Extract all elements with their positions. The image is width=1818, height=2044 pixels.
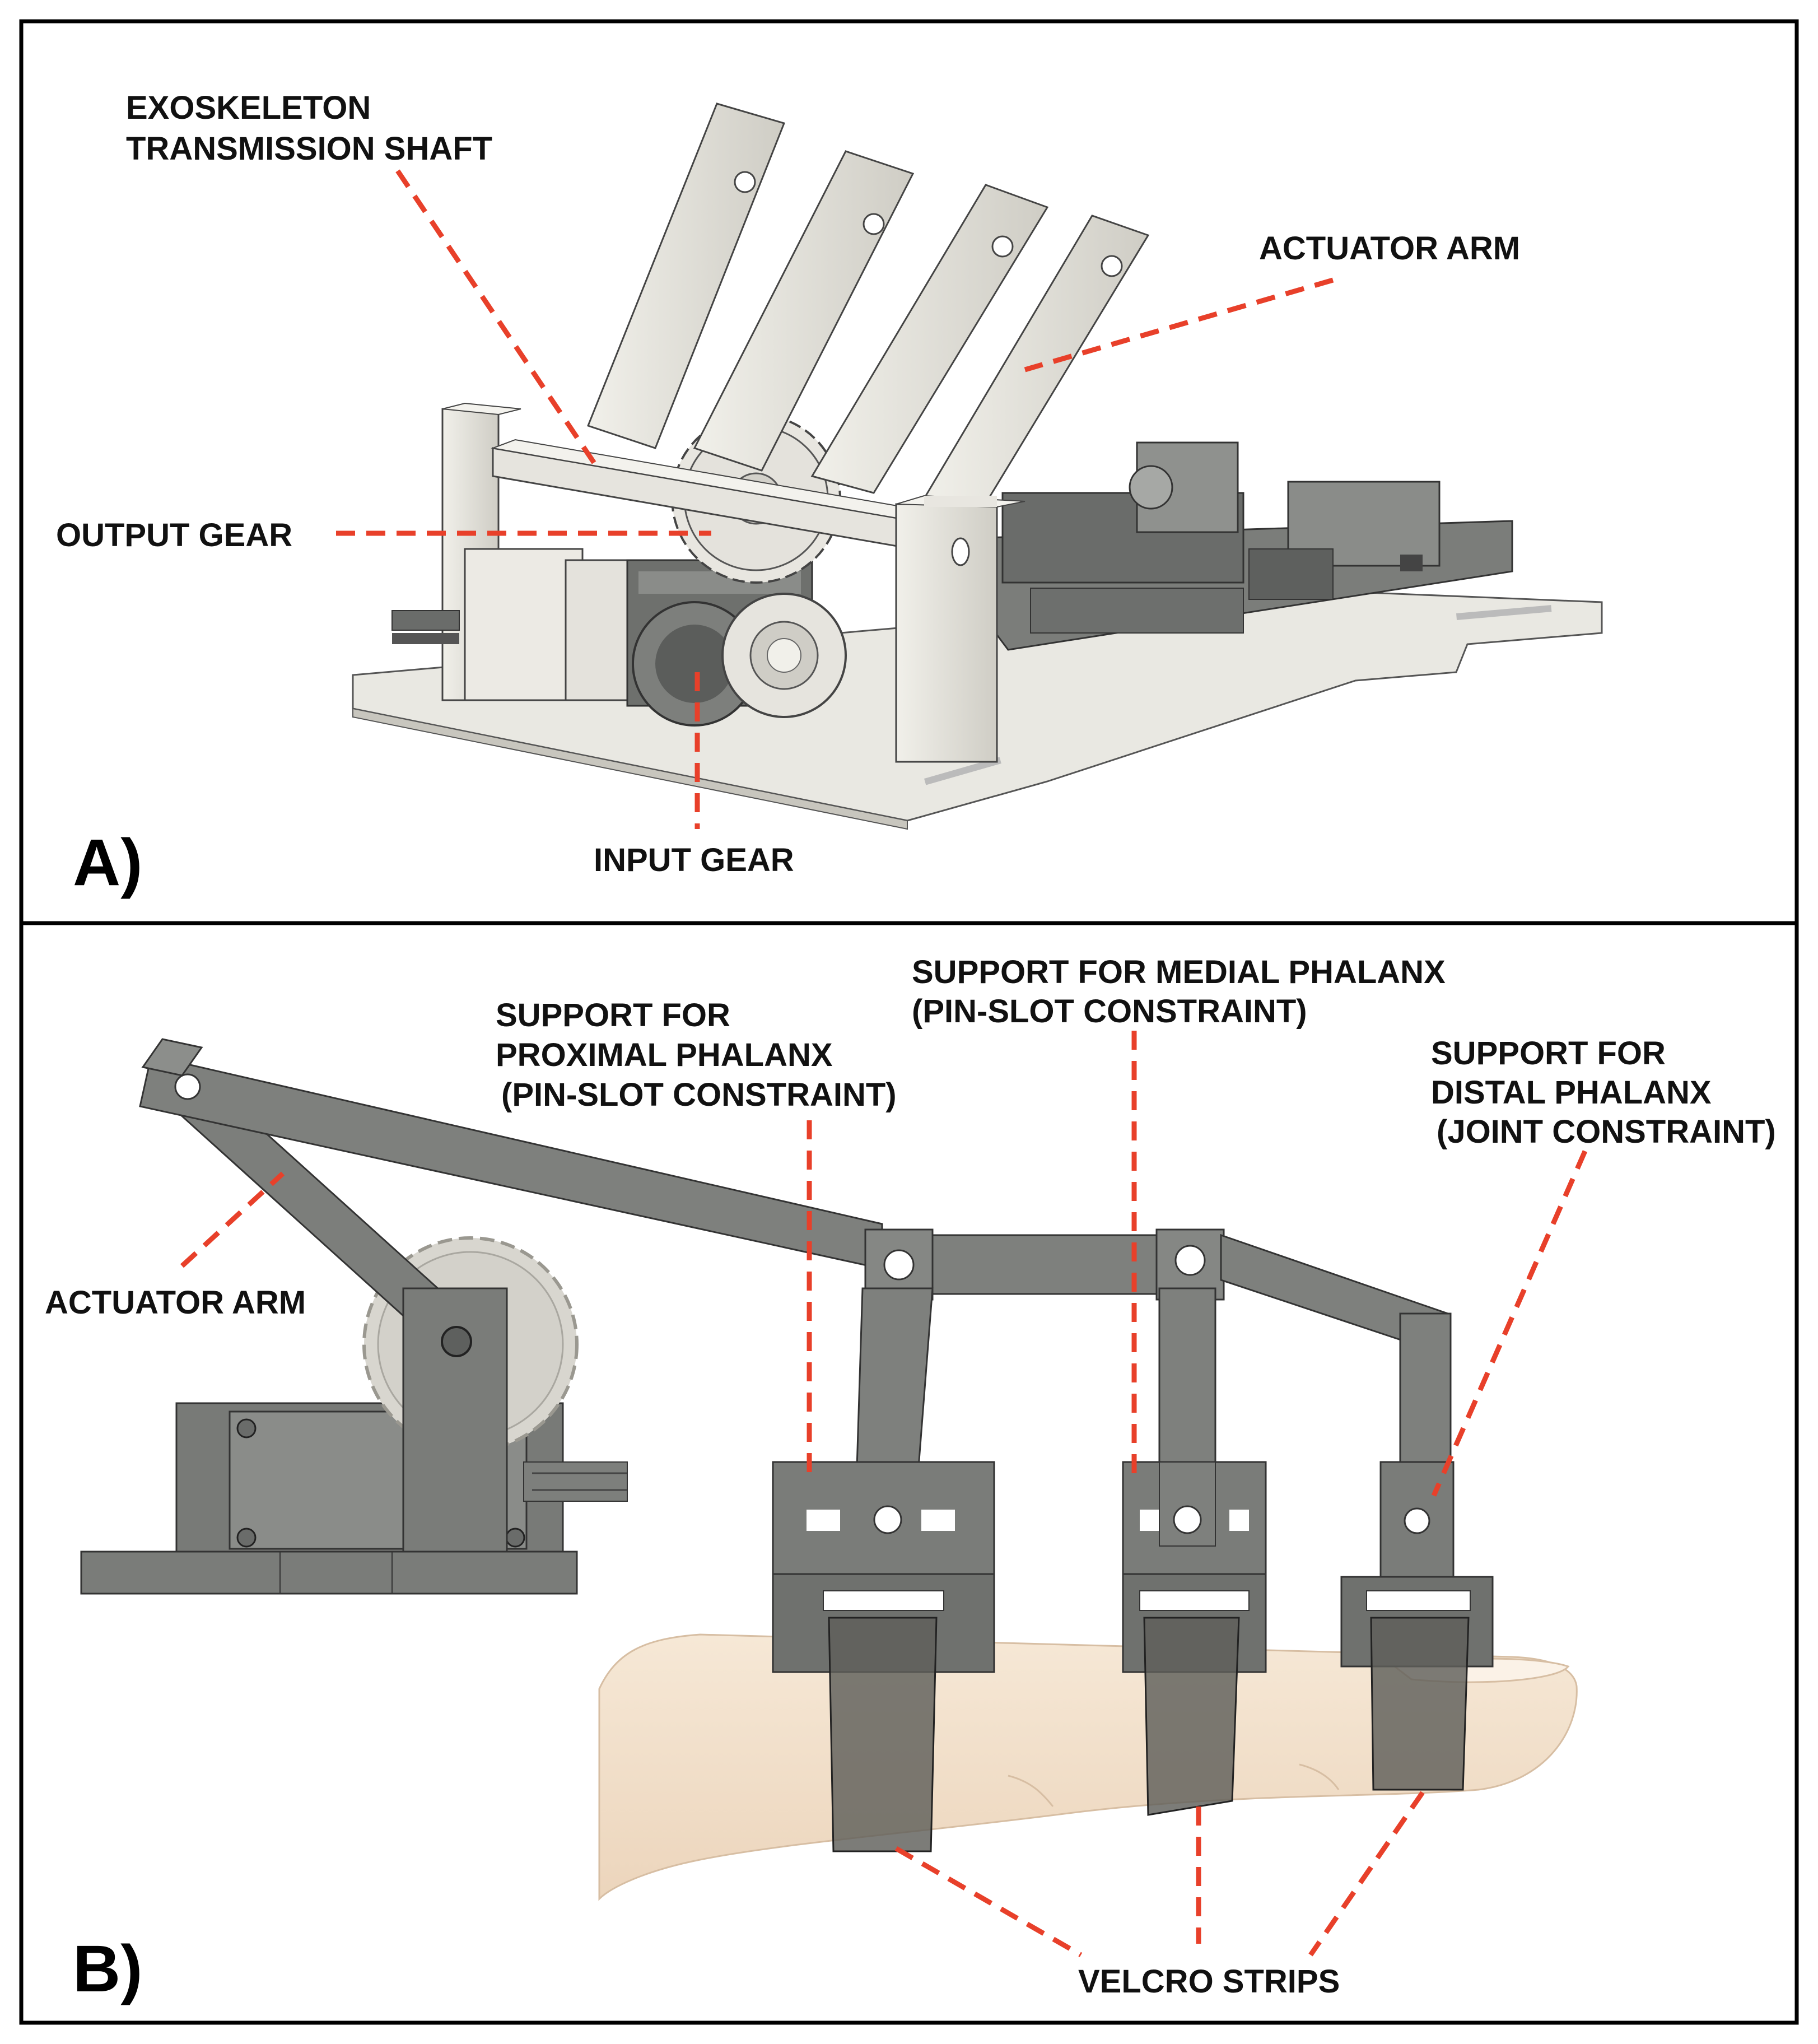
label-proximal-line1: SUPPORT FOR (496, 997, 730, 1033)
label-distal-line2: DISTAL PHALANX (1431, 1074, 1712, 1111)
label-output-gear: OUTPUT GEAR (56, 517, 292, 553)
actuator-arms (587, 103, 1150, 514)
svg-text:SUPPORT FOR MEDIAL PHALANX: SUPPORT FOR MEDIAL PHALANX (912, 954, 1446, 990)
svg-text:PROXIMAL PHALANX: PROXIMAL PHALANX (496, 1037, 833, 1073)
distal-link (1220, 1233, 1452, 1466)
label-proximal-line3: (PIN-SLOT CONSTRAINT) (501, 1077, 897, 1113)
panel-a-device (352, 103, 1603, 830)
control-board (985, 441, 1513, 651)
leader-actuator-arm-b (180, 1171, 285, 1268)
motor-base (80, 1402, 628, 1595)
transmission-shaft (491, 439, 954, 553)
velcro-strips (828, 1617, 1470, 1852)
svg-text:(PIN-SLOT CONSTRAINT): (PIN-SLOT CONSTRAINT) (912, 993, 1307, 1030)
label-medial-line1: SUPPORT FOR MEDIAL PHALANX (912, 954, 1446, 990)
panel-a-leaders (336, 169, 1334, 829)
panel-a: EXOSKELETON TRANSMISSION SHAFT ACTUATOR … (19, 19, 1799, 925)
velcro-strip-proximal (828, 1617, 938, 1852)
velcro-strip-distal (1370, 1617, 1470, 1791)
velcro-strip-medial (1143, 1617, 1240, 1816)
right-bracket (895, 495, 1025, 763)
svg-text:INPUT GEAR: INPUT GEAR (594, 842, 794, 878)
svg-text:B): B) (73, 1932, 143, 2006)
svg-text:EXOSKELETON: EXOSKELETON (126, 90, 371, 126)
svg-text:A): A) (73, 826, 143, 900)
panel-b-labels: SUPPORT FOR PROXIMAL PHALANX (PIN-SLOT C… (45, 954, 1776, 2006)
label-proximal-line2: PROXIMAL PHALANX (496, 1037, 833, 1073)
svg-text:DISTAL PHALANX: DISTAL PHALANX (1431, 1074, 1712, 1111)
arm-housing (402, 1287, 508, 1553)
label-input-gear: INPUT GEAR (594, 842, 794, 878)
label-shaft-line1: EXOSKELETON (126, 90, 371, 126)
svg-text:ACTUATOR ARM: ACTUATOR ARM (1259, 230, 1520, 267)
label-actuator-arm-b: ACTUATOR ARM (45, 1284, 306, 1321)
leader-actuator-arm-a (1024, 277, 1334, 373)
input-gear (632, 593, 847, 727)
panel-b-leaders (180, 1031, 1588, 1957)
long-link (139, 1038, 883, 1270)
leader-velcro-distal (1308, 1791, 1425, 1957)
label-actuator-arm-a: ACTUATOR ARM (1259, 230, 1520, 267)
svg-text:VELCRO STRIPS: VELCRO STRIPS (1078, 1963, 1340, 2000)
leader-velcro-proximal (894, 1846, 1083, 1957)
svg-text:OUTPUT GEAR: OUTPUT GEAR (56, 517, 292, 553)
svg-text:SUPPORT FOR: SUPPORT FOR (1431, 1035, 1666, 1072)
panel-b: SUPPORT FOR PROXIMAL PHALANX (PIN-SLOT C… (19, 921, 1799, 2025)
servo-bracket (391, 402, 640, 701)
panel-a-labels: EXOSKELETON TRANSMISSION SHAFT ACTUATOR … (56, 90, 1520, 900)
label-medial-line2: (PIN-SLOT CONSTRAINT) (912, 993, 1307, 1030)
label-distal-line1: SUPPORT FOR (1431, 1035, 1666, 1072)
label-shaft-line2: TRANSMISSION SHAFT (126, 131, 492, 167)
leader-distal-support (1431, 1150, 1588, 1497)
svg-text:ACTUATOR ARM: ACTUATOR ARM (45, 1284, 306, 1321)
proximal-arm (856, 1287, 934, 1469)
label-velcro-strips: VELCRO STRIPS (1078, 1963, 1340, 2000)
svg-text:(PIN-SLOT CONSTRAINT): (PIN-SLOT CONSTRAINT) (501, 1077, 897, 1113)
svg-text:SUPPORT FOR: SUPPORT FOR (496, 997, 730, 1033)
proximal-support (772, 1461, 995, 1673)
svg-text:TRANSMISSION SHAFT: TRANSMISSION SHAFT (126, 131, 492, 167)
panel-b-border (19, 921, 1799, 2025)
svg-text:(JOINT CONSTRAINT): (JOINT CONSTRAINT) (1437, 1114, 1776, 1150)
panel-a-letter: A) (73, 826, 143, 900)
label-distal-line3: (JOINT CONSTRAINT) (1437, 1114, 1776, 1150)
panel-b-letter: B) (73, 1932, 143, 2006)
